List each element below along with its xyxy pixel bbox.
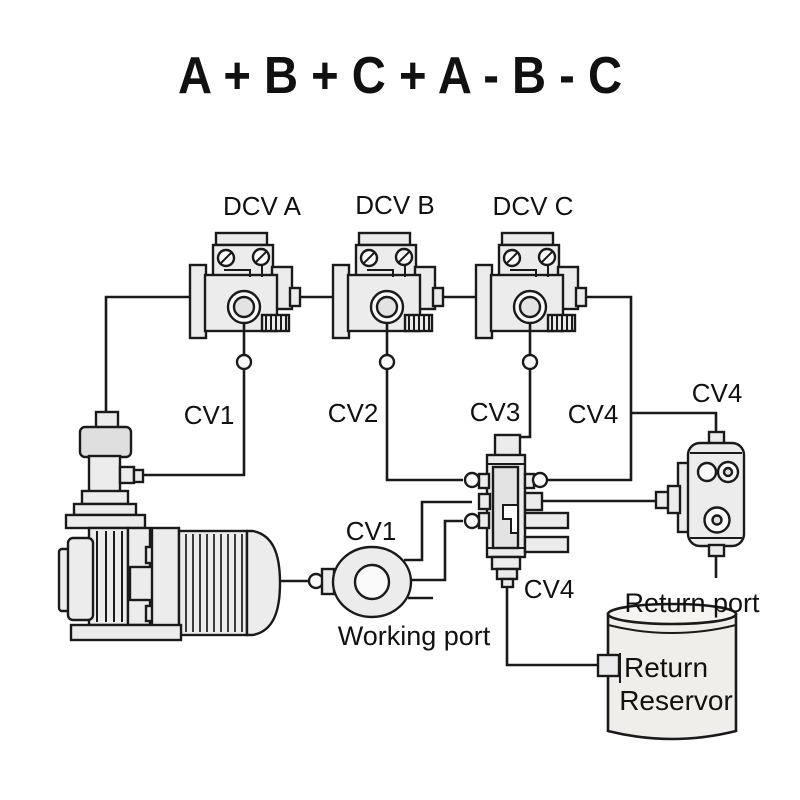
cv4-branch-line bbox=[631, 411, 718, 436]
motor-end-cap bbox=[245, 529, 282, 637]
return-reservoir bbox=[596, 602, 738, 741]
relief-valve-outlet bbox=[118, 465, 136, 485]
cv4-junction-label: CV4 bbox=[568, 399, 619, 429]
cv2-line-label: CV2 bbox=[328, 398, 379, 428]
block-port-left-top bbox=[463, 471, 481, 489]
dcv-a-label: DCV A bbox=[223, 191, 302, 221]
reservoir-lid bbox=[606, 602, 738, 626]
reservoir-body bbox=[606, 612, 738, 741]
cv4-drain-label: CV4 bbox=[524, 574, 575, 604]
block-spool-step bbox=[502, 504, 519, 534]
cv3-line-label: CV3 bbox=[470, 397, 521, 427]
relief-valve-stack bbox=[72, 410, 145, 517]
cv4-return-valve-label: CV4 bbox=[692, 378, 743, 408]
working-port-pump bbox=[331, 545, 413, 619]
pump-housing-left bbox=[66, 536, 95, 622]
return-valve-inlet bbox=[666, 484, 682, 515]
cv1-line bbox=[143, 368, 246, 477]
reservoir-inlet-fitting bbox=[596, 653, 621, 678]
reservoir-label-line1: Return bbox=[624, 652, 708, 683]
reservoir-rim bbox=[607, 624, 737, 634]
cv3-line bbox=[517, 368, 532, 439]
working-port-label: Working port bbox=[338, 621, 491, 651]
working-port-upper-line bbox=[404, 500, 472, 562]
reservoir-label-line2: Reservor bbox=[619, 685, 733, 716]
block-bar-upper bbox=[523, 511, 570, 530]
cv2-line bbox=[385, 368, 463, 482]
block-port-left-mid bbox=[477, 492, 492, 511]
block-port-left-bottom bbox=[463, 512, 481, 530]
block-port-right-top bbox=[531, 471, 549, 489]
supply-line-c-to-junction bbox=[547, 295, 633, 482]
cv1-line-label: CV1 bbox=[184, 400, 235, 430]
dcv-c-label: DCV C bbox=[493, 191, 574, 221]
pump-motor-unit bbox=[57, 410, 336, 642]
working-port-lower-line bbox=[410, 519, 463, 582]
pump-top-plate bbox=[64, 513, 147, 530]
block-bottom-stem bbox=[500, 577, 515, 589]
diagram-title: A + B + C + A - B - C bbox=[178, 47, 622, 105]
motor-fins bbox=[185, 534, 243, 632]
cv4-drain-line bbox=[505, 585, 600, 667]
return-port-label: Return port bbox=[624, 588, 760, 618]
control-valve-block bbox=[463, 433, 570, 589]
labels: DCV A DCV B DCV C CV1 CV2 CV3 CV4 CV4 CV… bbox=[184, 190, 760, 716]
block-top-stem bbox=[493, 433, 522, 459]
return-valve-bottom-stem bbox=[707, 543, 726, 558]
pipe-network bbox=[104, 295, 718, 667]
block-bar-lower bbox=[523, 535, 570, 554]
dcv-b-label: DCV B bbox=[355, 190, 434, 220]
pump-base bbox=[69, 623, 183, 642]
motor-flange bbox=[150, 526, 181, 639]
supply-line-left bbox=[104, 295, 190, 414]
pump-column-ribs bbox=[96, 531, 123, 622]
block-port-right-mid bbox=[523, 491, 544, 512]
cv1-pump-label: CV1 bbox=[346, 516, 397, 546]
return-port-valve bbox=[654, 430, 746, 558]
